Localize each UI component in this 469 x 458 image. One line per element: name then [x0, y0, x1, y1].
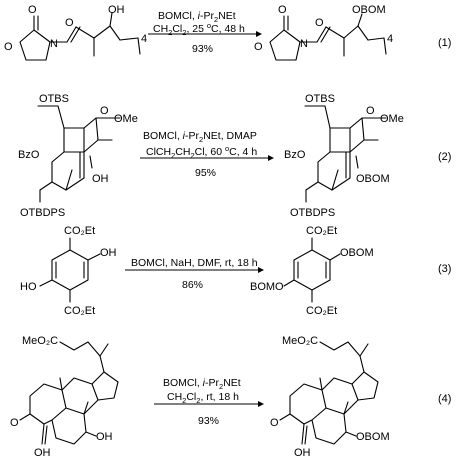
reaction-3-conditions: BOMCl, NaH, DMF, rt, 18 h — [131, 257, 258, 269]
product-3-obom-label: OBOM — [340, 247, 374, 259]
product-3-co2et-top-label: CO₂Et — [306, 225, 337, 237]
reaction-3-yield: 86% — [182, 279, 203, 291]
equation-number-1: (1) — [438, 37, 451, 49]
reaction-1-arrow — [148, 31, 262, 37]
reaction-2-conditions-mid: ClCH2CH2Cl, 60 oC, 4 h — [146, 144, 257, 160]
reaction-1: O O N O OH 4 BOMCl, i-Pr2NEt CH2Cl2, 25 … — [4, 4, 451, 61]
reaction-2-yield: 95% — [195, 167, 216, 179]
reactant-3-ho-label: HO — [20, 281, 37, 293]
reaction-4: MeO₂C O OH OH BOMCl, i-Pr2NEt CH2Cl2, rt… — [10, 335, 451, 458]
product-2-ring-o-label: O — [366, 105, 375, 117]
reactant-4-keto-o-label: O — [10, 417, 19, 429]
reactant-1-structure: O O N O OH 4 — [4, 4, 147, 61]
reactant-2-otbdps-label: OTBDPS — [20, 207, 65, 219]
product-2-ome-label: OMe — [380, 113, 404, 125]
product-1-n-label: N — [300, 38, 308, 50]
reaction-1-yield: 93% — [192, 43, 213, 55]
product-2-otbs-label: OTBS — [305, 93, 335, 105]
reactant-1-n-label: N — [50, 38, 58, 50]
reactant-2-structure: OTBS O OMe BzO OH OTBDPS — [18, 93, 138, 219]
reactant-3-co2et-bottom-label: CO₂Et — [64, 305, 95, 317]
product-1-carbonyl-o-label: O — [278, 4, 287, 16]
product-3-structure: CO₂Et OBOM BOMO CO₂Et — [250, 225, 374, 317]
product-4-keto-o-label: O — [270, 417, 279, 429]
product-4-oh-bottom-label: OH — [294, 447, 311, 458]
reactant-2-otbs-label: OTBS — [39, 93, 69, 105]
product-2-obom-label: OBOM — [356, 173, 390, 185]
product-2-otbdps-label: OTBDPS — [290, 207, 335, 219]
reaction-4-yield: 93% — [198, 415, 219, 427]
product-1-obom-label: OBOM — [352, 4, 386, 16]
reactant-4-oh-bottom-label: OH — [34, 447, 51, 458]
reactant-3-structure: CO₂Et OH HO CO₂Et — [20, 225, 117, 317]
equation-number-3: (3) — [438, 263, 451, 275]
product-1-amide-o-label: O — [315, 17, 324, 29]
reactant-1-chain-subscript: 4 — [141, 33, 147, 45]
product-3-co2et-bottom-label: CO₂Et — [306, 305, 337, 317]
product-1-chain-subscript: 4 — [387, 33, 393, 45]
reactant-2-oh-label: OH — [92, 173, 109, 185]
reaction-4-arrow — [154, 401, 264, 407]
product-4-obom-label: OBOM — [356, 431, 390, 443]
reactant-2-ome-label: OMe — [114, 113, 138, 125]
equation-number-4: (4) — [438, 393, 451, 405]
reactant-2-ring-o-label: O — [100, 105, 109, 117]
reaction-2-conditions-top: BOMCl, i-Pr2NEt, DMAP — [143, 130, 257, 144]
product-3-bomo-label: BOMO — [250, 281, 284, 293]
product-4-structure: MeO₂C O OH OBOM — [270, 335, 390, 458]
reactant-3-oh-label: OH — [100, 247, 117, 259]
reaction-3: CO₂Et OH HO CO₂Et BOMCl, NaH, DMF, rt, 1… — [20, 225, 451, 317]
equation-number-2: (2) — [438, 151, 451, 163]
reaction-4-conditions-mid: CH2Cl2, rt, 18 h — [167, 391, 239, 405]
reaction-2: OTBS O OMe BzO OH OTBDPS BOMCl, i-Pr2NEt… — [18, 93, 451, 219]
reactant-1-amide-o-label: O — [65, 17, 74, 29]
reaction-1-conditions-mid: CH2Cl2, 25 oC, 48 h — [153, 21, 245, 37]
reactant-4-oh-right-label: OH — [96, 431, 113, 443]
reactant-1-ring-o-label: O — [4, 41, 13, 53]
product-2-structure: OTBS O OMe BzO OBOM OTBDPS — [284, 93, 404, 219]
product-1-ring-o-label: O — [254, 41, 263, 53]
reactant-1-carbonyl-o-label: O — [28, 4, 37, 16]
product-1-structure: O O N O OBOM 4 — [254, 4, 393, 61]
reactant-4-meo2c-label: MeO₂C — [22, 335, 58, 347]
reaction-4-conditions-top: BOMCl, i-Pr2NEt — [163, 377, 241, 391]
reaction-2-arrow — [140, 155, 274, 161]
reaction-1-conditions-top: BOMCl, i-Pr2NEt — [158, 10, 236, 24]
product-4-meo2c-label: MeO₂C — [282, 335, 318, 347]
reactant-3-co2et-top-label: CO₂Et — [64, 225, 95, 237]
reactant-1-oh-label: OH — [108, 4, 125, 16]
product-2-bzo-label: BzO — [284, 149, 306, 161]
reactant-2-bzo-label: BzO — [18, 149, 40, 161]
reaction-3-arrow — [125, 267, 264, 273]
reactant-4-structure: MeO₂C O OH OH — [10, 335, 119, 458]
